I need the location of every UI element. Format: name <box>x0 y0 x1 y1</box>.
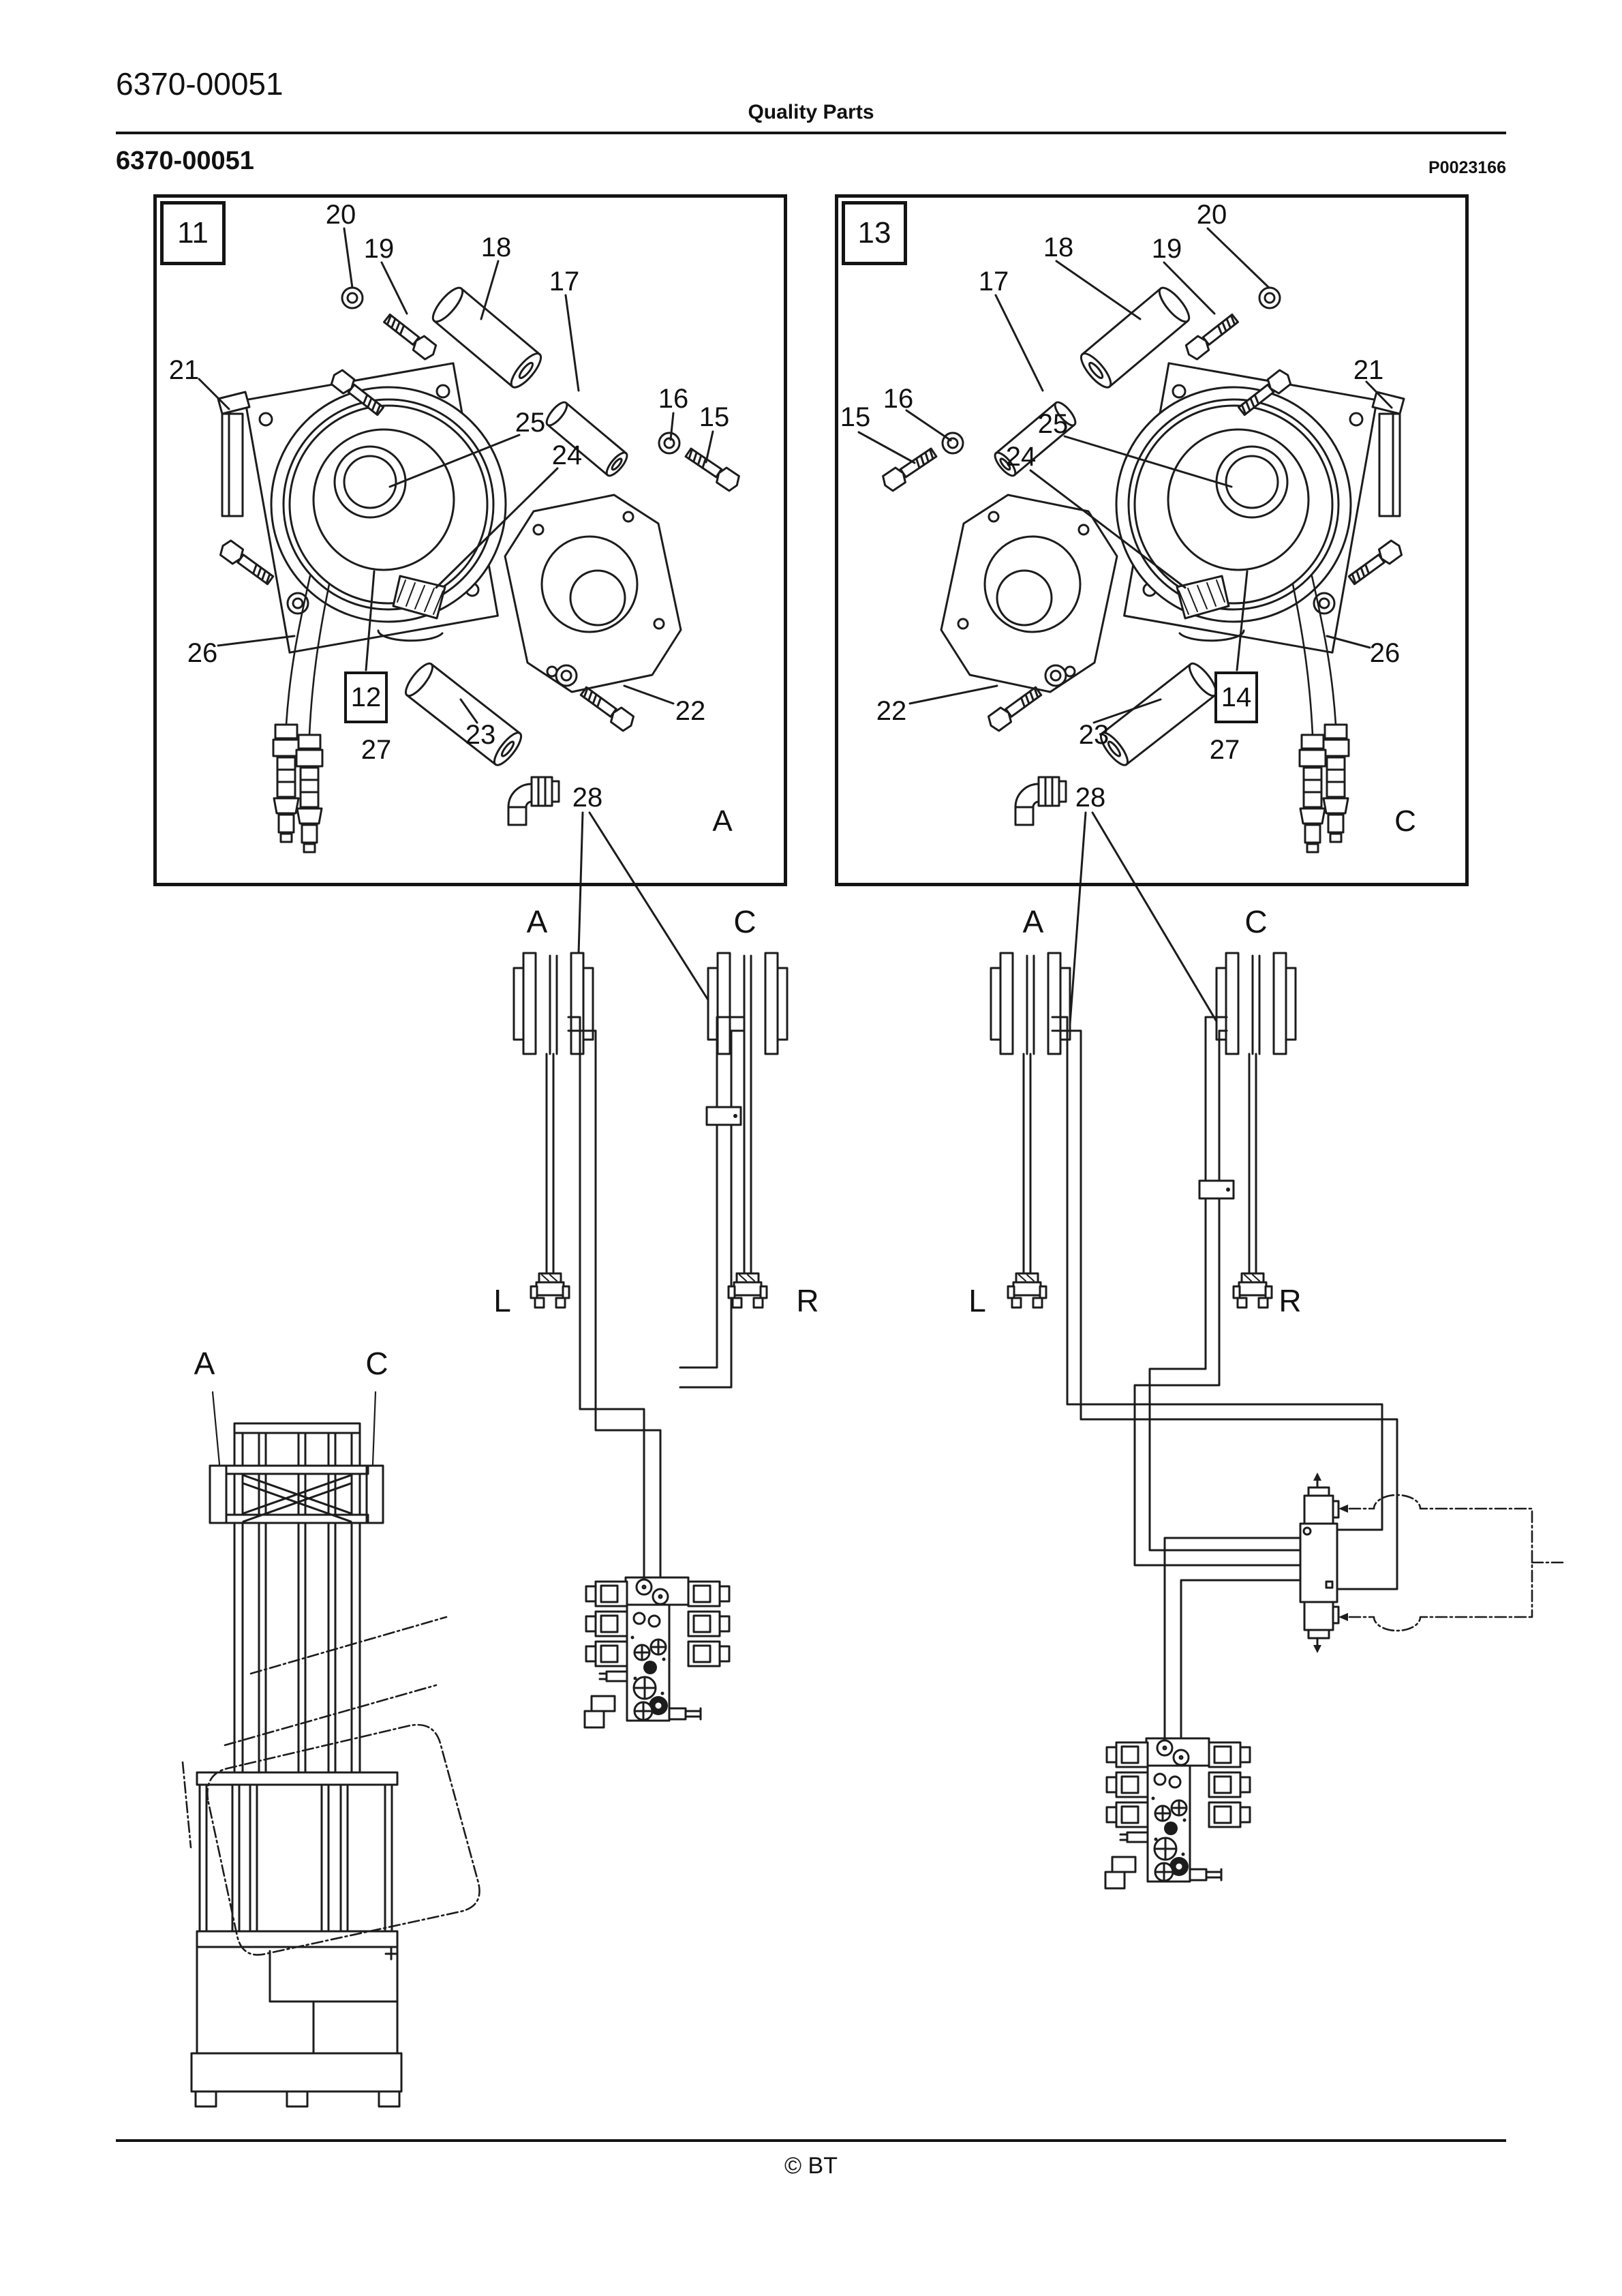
callout-26-left: 26 <box>187 638 218 668</box>
callout-16-left: 16 <box>658 384 689 414</box>
hose-routing-left <box>512 952 789 1729</box>
callout-23-right: 23 <box>1078 720 1110 750</box>
routing-right-reel-c-label: C <box>1244 904 1268 939</box>
figure-panel-right <box>835 194 1469 886</box>
routing-left-coupling-l-label: L <box>493 1283 511 1318</box>
callout-22-left: 22 <box>675 696 706 726</box>
figure-ref-11: 11 <box>177 216 209 250</box>
callout-25-left: 25 <box>515 408 546 438</box>
figure-ref-box-11: 11 <box>160 201 226 265</box>
footer-rule <box>116 2139 1506 2142</box>
callout-21-right: 21 <box>1353 355 1384 385</box>
mast-reel-a-label: A <box>194 1346 215 1381</box>
routing-right-reel-a-label: A <box>1022 904 1044 939</box>
callout-26-right: 26 <box>1369 638 1401 668</box>
callout-18-right: 18 <box>1043 232 1074 262</box>
callout-20-left: 20 <box>325 200 356 230</box>
sub-ref-box-12: 12 <box>344 671 388 723</box>
sub-ref-box-14: 14 <box>1214 671 1258 723</box>
callout-28-left: 28 <box>572 783 603 813</box>
callout-23-left: 23 <box>465 720 496 750</box>
callout-24-left: 24 <box>551 440 583 470</box>
callout-17-right: 17 <box>978 267 1009 297</box>
mast-truck-view <box>181 1391 480 2108</box>
reel-pad-a <box>209 1464 228 1524</box>
figure-ref-box-13: 13 <box>842 201 907 265</box>
callout-28-right: 28 <box>1075 783 1106 813</box>
page-code-top: 6370-00051 <box>116 66 284 102</box>
routing-left-coupling-r-label: R <box>796 1283 819 1318</box>
footer-copyright: © BT <box>784 2153 838 2179</box>
sub-ref-12: 12 <box>350 682 382 712</box>
callout-19-right: 19 <box>1151 234 1182 264</box>
callout-27-left: 27 <box>361 735 392 765</box>
callout-27-right: 27 <box>1209 735 1240 765</box>
routing-left-reel-a-label: A <box>526 904 548 939</box>
figure-ref-13: 13 <box>857 216 891 250</box>
reel-pad-c <box>365 1464 384 1524</box>
callout-24-right: 24 <box>1005 442 1037 472</box>
routing-right-coupling-r-label: R <box>1279 1283 1302 1318</box>
callout-16-right: 16 <box>883 384 914 414</box>
callout-17-left: 17 <box>549 267 580 297</box>
view-letter-right: C <box>1394 804 1416 838</box>
callout-20-right: 20 <box>1196 200 1227 230</box>
callout-15-right: 15 <box>840 402 871 432</box>
mast-reel-c-label: C <box>365 1346 388 1381</box>
callout-19-left: 19 <box>363 234 395 264</box>
callout-22-right: 22 <box>876 696 907 726</box>
header-rule <box>116 132 1506 134</box>
sub-ref-14: 14 <box>1221 682 1252 712</box>
section-code: 6370-00051 <box>116 147 254 175</box>
callout-18-left: 18 <box>480 232 512 262</box>
callout-15-left: 15 <box>699 402 730 432</box>
routing-left-reel-c-label: C <box>733 904 756 939</box>
quality-parts-heading: Quality Parts <box>748 101 874 123</box>
figure-panel-left <box>153 194 787 886</box>
document-number: P0023166 <box>1428 158 1506 177</box>
view-letter-left: A <box>712 804 733 838</box>
junction-block <box>1299 1472 1566 1653</box>
callout-25-right: 25 <box>1037 409 1069 439</box>
callout-21-left: 21 <box>168 355 200 385</box>
exploded-assembly-right <box>857 227 1405 1025</box>
routing-right-coupling-l-label: L <box>968 1283 986 1318</box>
hose-routing-right <box>990 952 1566 1890</box>
